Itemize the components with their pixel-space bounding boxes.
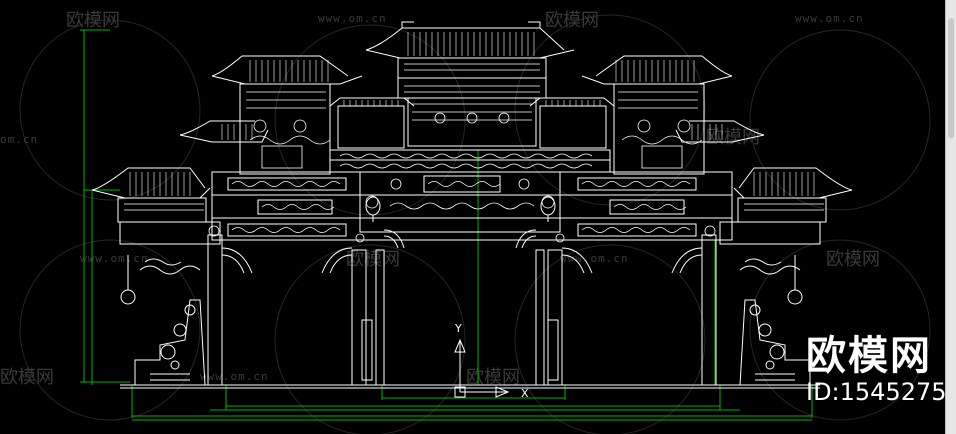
watermark-overlay: 欧模网 ID:1545275 xyxy=(806,334,945,406)
scrollbar-thumb[interactable] xyxy=(948,18,954,138)
carving-details xyxy=(208,153,716,243)
pillars xyxy=(207,234,717,386)
corner-brackets xyxy=(221,229,703,274)
dimension-lines xyxy=(80,29,813,421)
roof-tiles xyxy=(129,32,815,196)
watermark-url: om.cn xyxy=(0,133,38,146)
watermark-brand: 欧模网 xyxy=(66,10,120,31)
watermark-url: www.om.cn xyxy=(80,252,149,265)
watermark-url: www.om.cn xyxy=(318,12,387,25)
watermarks: 欧模网 www.om.cn 欧模网 www.om.cn om.cn 欧模网 ww… xyxy=(0,10,880,388)
roof-tiers xyxy=(91,21,853,223)
side-base-right xyxy=(739,255,811,386)
watermark-url: www.om.cn xyxy=(200,370,269,383)
watermark-brand: 欧模网 xyxy=(826,249,880,270)
watermark-url: www.om.cn xyxy=(795,12,864,25)
watermark-circles xyxy=(19,14,931,434)
watermark-brand: 欧模网 xyxy=(545,10,599,31)
dougong-brackets xyxy=(124,63,824,211)
watermark-brand: 欧模网 xyxy=(706,127,760,148)
ucs-y-label: Y xyxy=(454,322,462,335)
lanterns xyxy=(365,196,556,222)
site-name: 欧模网 xyxy=(806,333,932,379)
watermark-brand: 欧模网 xyxy=(466,367,520,388)
model-id: ID:1545275 xyxy=(806,378,945,406)
watermark-brand: 欧模网 xyxy=(346,249,400,270)
ucs-icon xyxy=(454,338,510,398)
watermark-url: www.om.cn xyxy=(560,252,629,265)
side-base-left xyxy=(120,255,206,386)
vertical-scrollbar[interactable] xyxy=(945,0,956,434)
watermark-brand: 欧模网 xyxy=(0,367,54,388)
ucs-x-label: X xyxy=(521,387,529,400)
